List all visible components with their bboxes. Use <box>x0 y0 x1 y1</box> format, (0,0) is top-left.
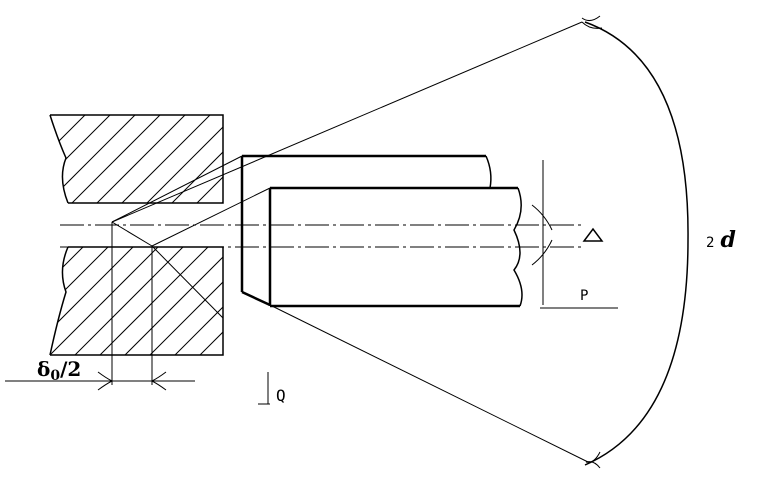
rear-rod <box>240 154 492 307</box>
jet-cone-rays <box>111 21 589 463</box>
q-marker <box>258 372 270 405</box>
front-rod <box>268 186 523 308</box>
delta-label: δ0/2 <box>37 357 81 384</box>
p-label: P <box>580 288 588 304</box>
p-dimension <box>531 160 618 309</box>
nozzle-upper-wall <box>49 114 224 204</box>
nozzle-lower-wall <box>49 246 224 356</box>
delta-dimension <box>5 371 195 391</box>
nozzle-cone-lines <box>111 221 224 385</box>
triangle-marker-icon <box>582 227 604 242</box>
q-label: Q <box>276 386 286 405</box>
jet-angle-arc <box>581 15 689 469</box>
axis-centerlines <box>60 224 585 248</box>
